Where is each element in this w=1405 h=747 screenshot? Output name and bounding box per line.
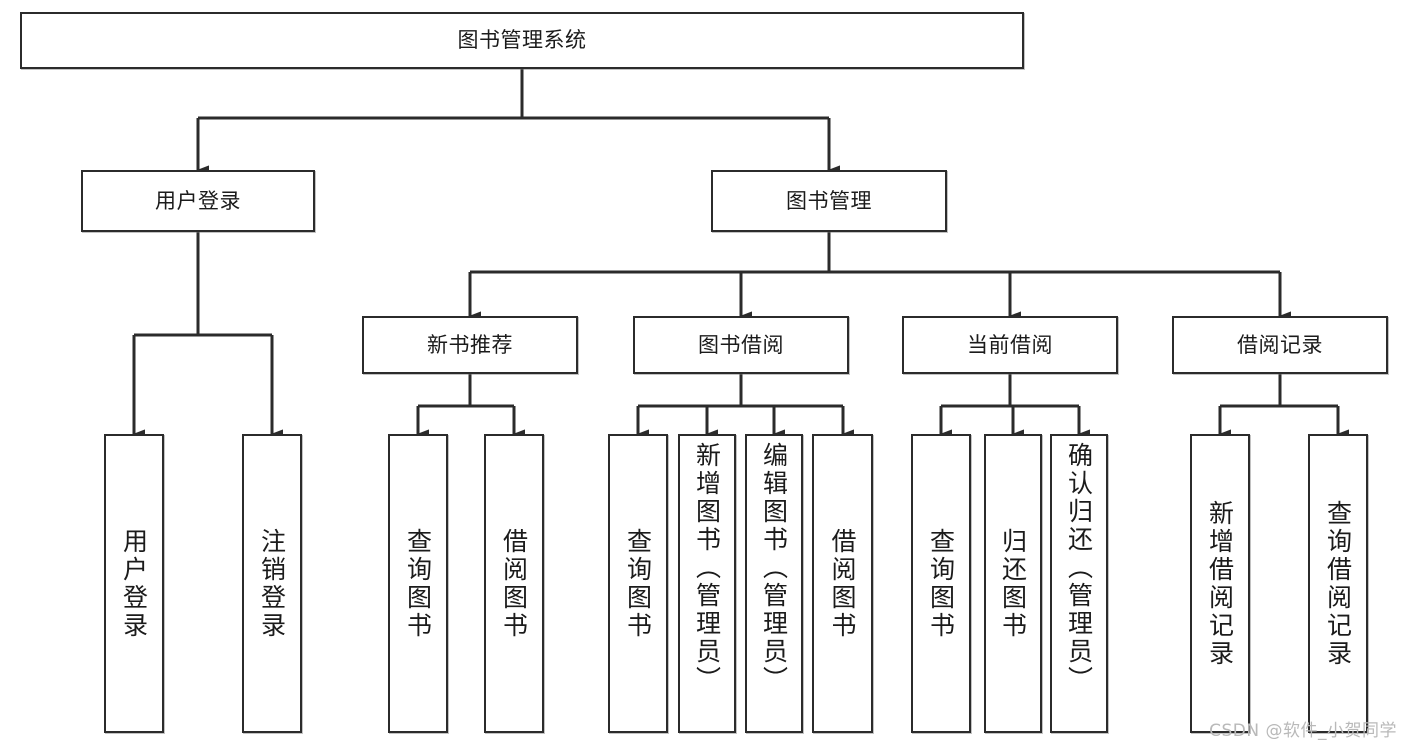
node-label: 查询借阅记录 [1323, 499, 1353, 668]
node-label: 注销登录 [257, 527, 287, 640]
node-label: 当前借阅 [967, 332, 1053, 357]
node-label: 编辑图书（管理员） [759, 442, 789, 694]
node-login[interactable]: 用户登录 [81, 170, 315, 232]
node-label: 图书管理 [786, 188, 872, 213]
node-leaf-user-login[interactable]: 用户登录 [104, 434, 164, 733]
node-label: 用户登录 [119, 527, 149, 640]
node-leaf-bw-edit[interactable]: 编辑图书（管理员） [745, 434, 803, 733]
node-leaf-user-logout[interactable]: 注销登录 [242, 434, 302, 733]
node-leaf-cb-confirm[interactable]: 确认归还（管理员） [1050, 434, 1108, 733]
node-leaf-cb-query[interactable]: 查询图书 [911, 434, 971, 733]
node-records[interactable]: 借阅记录 [1172, 316, 1388, 374]
node-label: 确认归还（管理员） [1064, 442, 1094, 694]
node-leaf-bw-query[interactable]: 查询图书 [608, 434, 668, 733]
node-leaf-nb-query[interactable]: 查询图书 [388, 434, 448, 733]
node-label: 借阅图书 [499, 527, 529, 640]
node-current[interactable]: 当前借阅 [902, 316, 1118, 374]
node-label: 借阅图书 [828, 527, 857, 640]
connector-paths [132, 69, 1349, 439]
node-leaf-bw-add[interactable]: 新增图书（管理员） [678, 434, 736, 733]
node-label: 图书借阅 [698, 332, 784, 357]
node-borrow[interactable]: 图书借阅 [633, 316, 849, 374]
node-label: 用户登录 [155, 188, 241, 213]
node-root[interactable]: 图书管理系统 [20, 12, 1024, 69]
node-label: 新增图书（管理员） [692, 442, 722, 694]
node-newbook[interactable]: 新书推荐 [362, 316, 578, 374]
node-leaf-rc-query[interactable]: 查询借阅记录 [1308, 434, 1368, 733]
node-label: 图书管理系统 [457, 28, 587, 53]
node-leaf-nb-borrow[interactable]: 借阅图书 [484, 434, 544, 733]
node-leaf-rc-add[interactable]: 新增借阅记录 [1190, 434, 1250, 733]
node-label: 查询图书 [403, 527, 433, 640]
node-label: 查询图书 [926, 527, 956, 640]
node-label: 借阅记录 [1237, 332, 1323, 357]
node-leaf-cb-return[interactable]: 归还图书 [984, 434, 1042, 733]
node-label: 查询图书 [623, 527, 653, 640]
node-label: 归还图书 [998, 527, 1028, 640]
node-label: 新书推荐 [427, 332, 513, 357]
node-bookmgmt[interactable]: 图书管理 [711, 170, 947, 232]
node-label: 新增借阅记录 [1205, 499, 1235, 668]
node-leaf-bw-borrow[interactable]: 借阅图书 [812, 434, 873, 733]
